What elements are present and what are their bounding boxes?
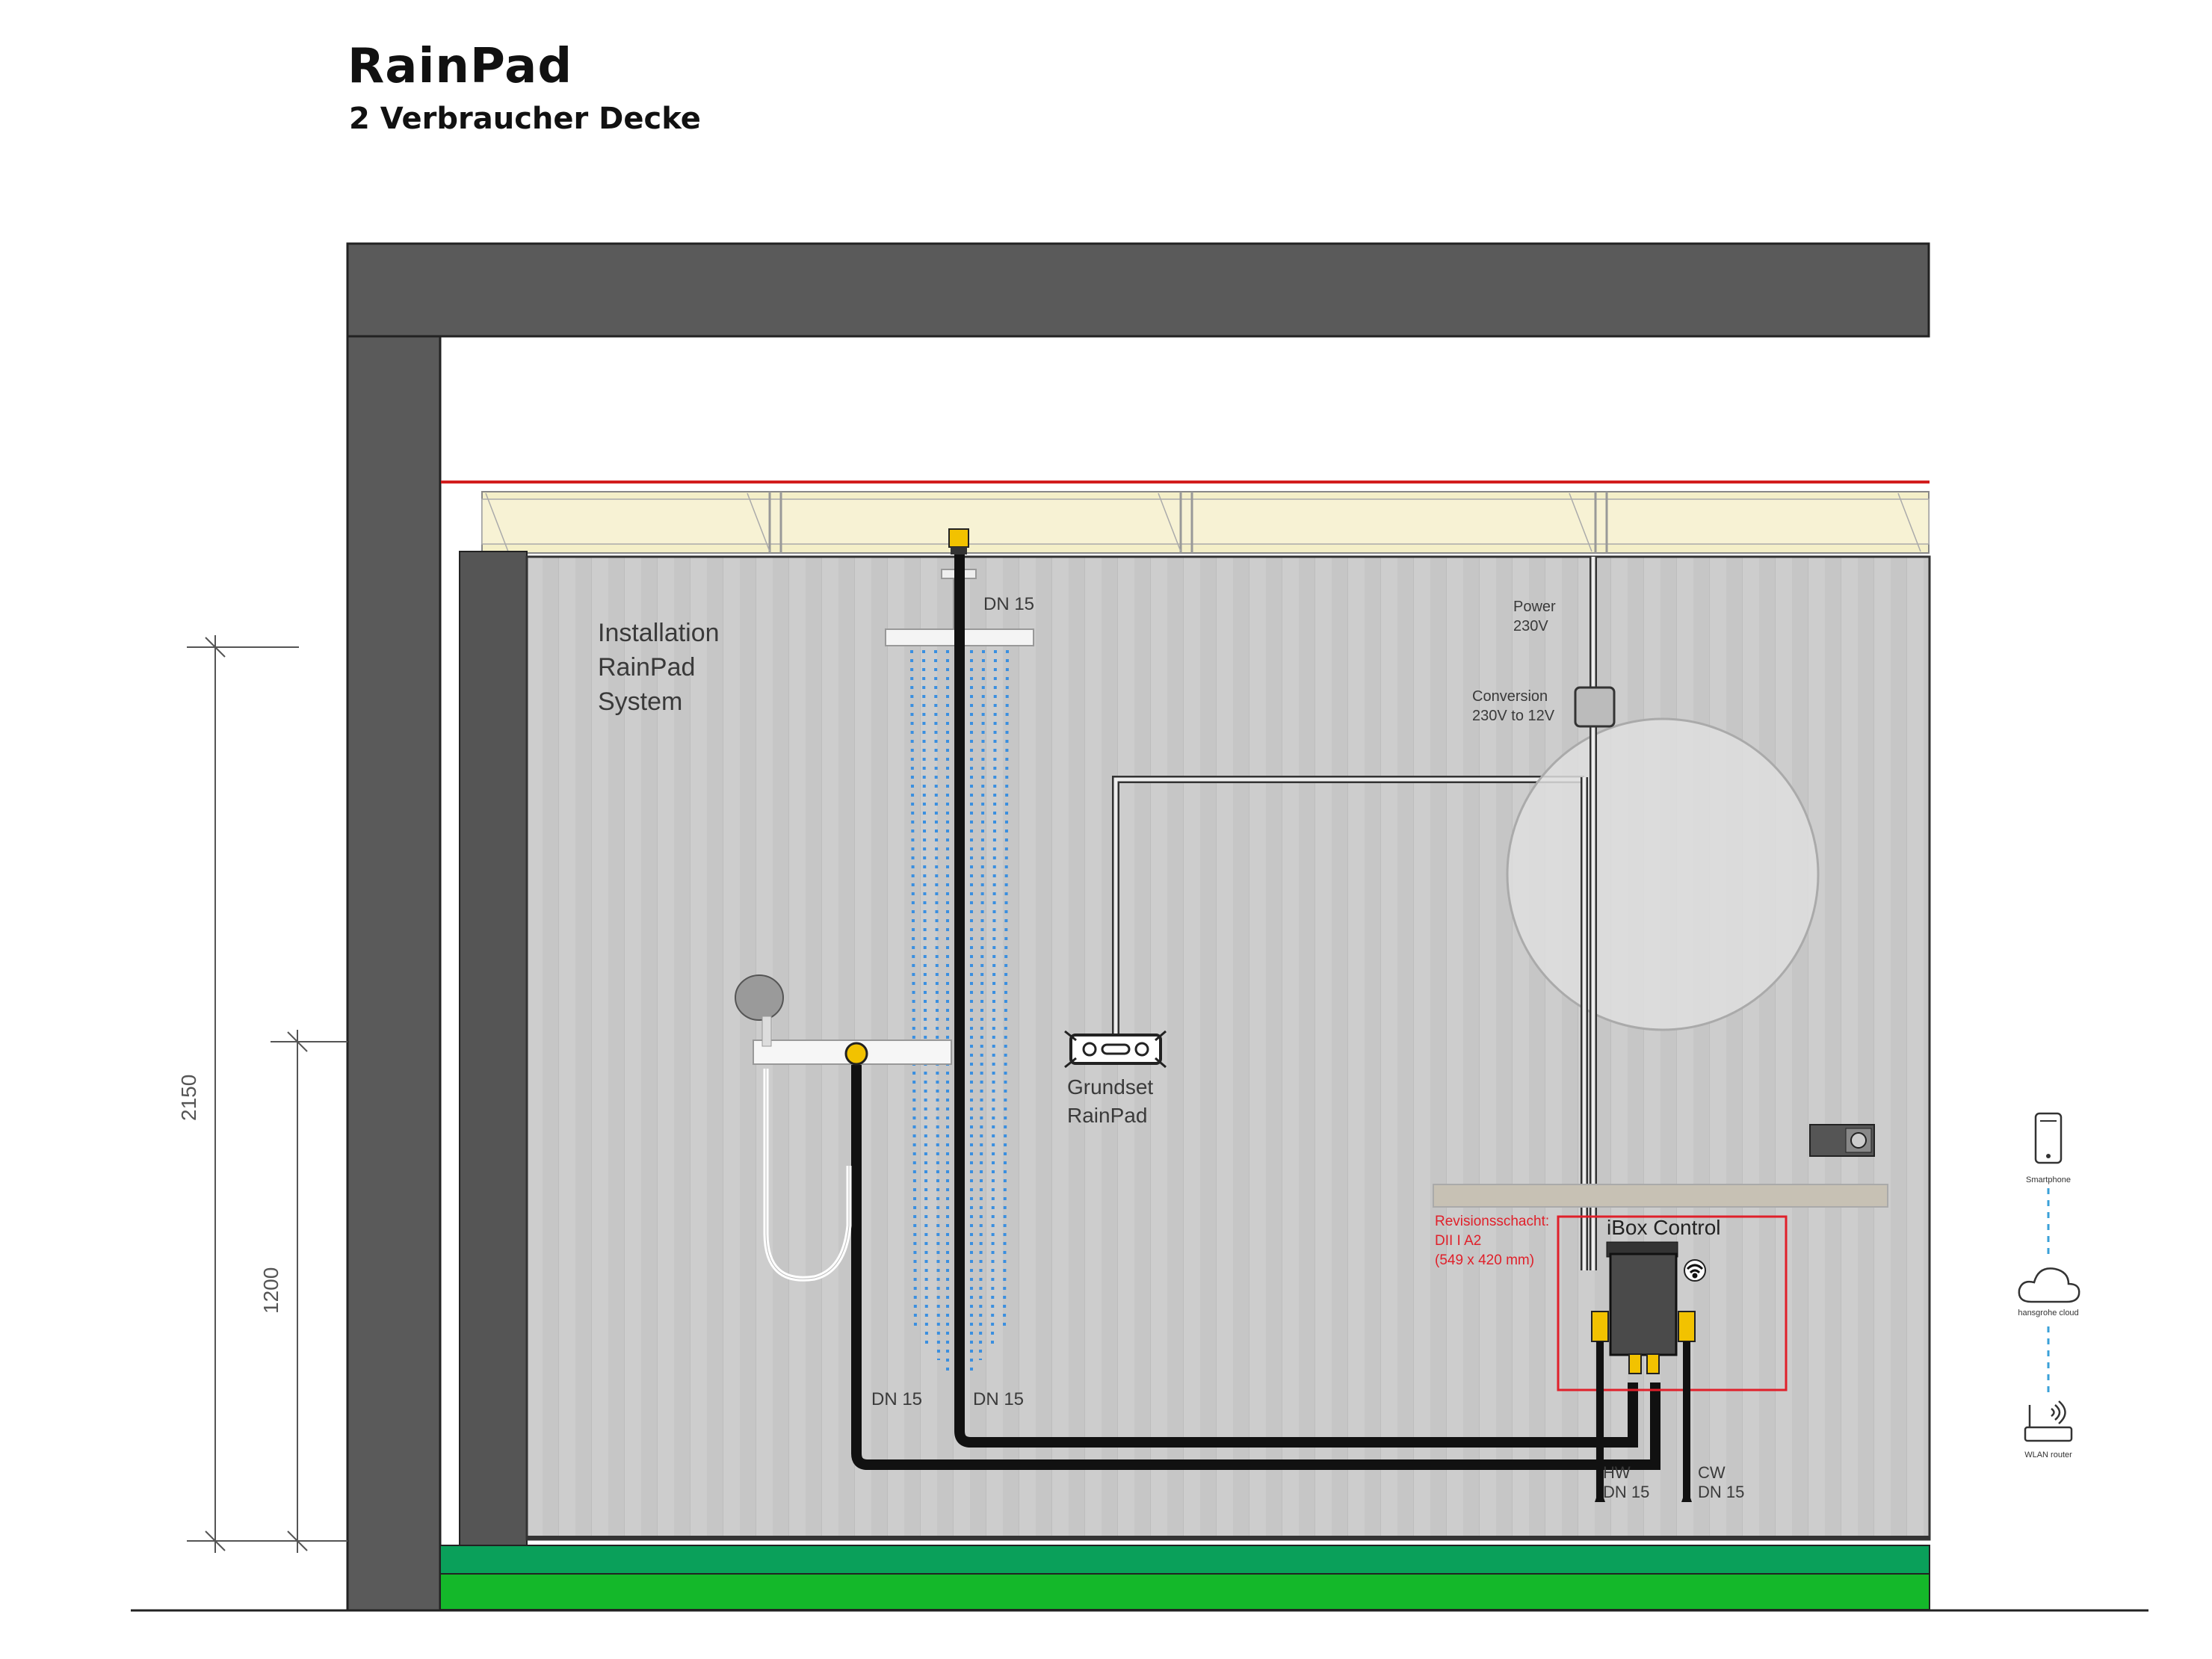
cw-label-2: DN 15	[1698, 1483, 1744, 1501]
wall-socket	[1809, 1124, 1875, 1157]
ceiling-slab	[346, 242, 1930, 338]
hw-label-2: DN 15	[1603, 1483, 1649, 1501]
insulation-layer	[481, 491, 1930, 554]
power-label-2: 230V	[1513, 618, 1548, 634]
dimension-total	[187, 635, 347, 1553]
power-label-1: Power	[1513, 599, 1556, 615]
round-mirror	[1506, 717, 1820, 1031]
pipe-hand-shower	[851, 1054, 1660, 1470]
dn15-left-label: DN 15	[871, 1389, 922, 1409]
dimension-handheld-label: 1200	[259, 1267, 282, 1314]
hw-label-1: HW	[1603, 1463, 1631, 1482]
cloud-label: hansgrohe cloud	[2018, 1309, 2078, 1317]
ibox-label: iBox Control	[1607, 1216, 1721, 1239]
installation-label-1: Installation	[598, 619, 720, 647]
rain-water-drops	[910, 649, 1009, 1375]
wall-shelf	[1433, 1184, 1888, 1208]
page-title: RainPad	[347, 39, 573, 94]
cloud-icon	[2018, 1267, 2080, 1303]
hand-shower	[735, 974, 952, 1282]
router-icon	[2024, 1400, 2073, 1442]
installation-label-3: System	[598, 688, 682, 716]
revision-label-3: (549 x 420 mm)	[1435, 1252, 1534, 1268]
dn15-right-label: DN 15	[973, 1389, 1024, 1409]
installation-label-2: RainPad	[598, 653, 695, 682]
tile-wall	[525, 555, 1931, 1541]
revision-shaft-box	[1557, 1215, 1788, 1391]
smartphone-icon	[2034, 1112, 2063, 1164]
floor-screed-top	[439, 1545, 1930, 1575]
page-subtitle: 2 Verbraucher Decke	[349, 102, 701, 136]
grundset-label-1: Grundset	[1067, 1075, 1153, 1099]
wifi-icon	[1684, 1259, 1706, 1282]
pipe-rain-shower	[954, 554, 1638, 1448]
dimension-total-label: 2150	[177, 1075, 200, 1121]
conversion-label-2: 230V to 12V	[1472, 708, 1555, 724]
cw-label-1: CW	[1698, 1463, 1726, 1482]
left-wall	[346, 335, 442, 1612]
grundset-label-2: RainPad	[1067, 1104, 1147, 1127]
ibox-control	[1591, 1241, 1696, 1502]
smartphone-label: Smartphone	[2026, 1175, 2071, 1184]
router-label: WLAN router	[2024, 1451, 2072, 1459]
conversion-label-1: Conversion	[1472, 688, 1548, 705]
power-converter-box	[1574, 686, 1616, 728]
floor-screed-bottom	[439, 1573, 1930, 1610]
revision-label-1: Revisionsschacht:	[1435, 1214, 1549, 1229]
dimension-handheld	[271, 1030, 347, 1553]
wall-cladding	[459, 551, 528, 1546]
dn15-top-label: DN 15	[983, 594, 1034, 614]
revision-label-2: DII I A2	[1435, 1233, 1481, 1249]
